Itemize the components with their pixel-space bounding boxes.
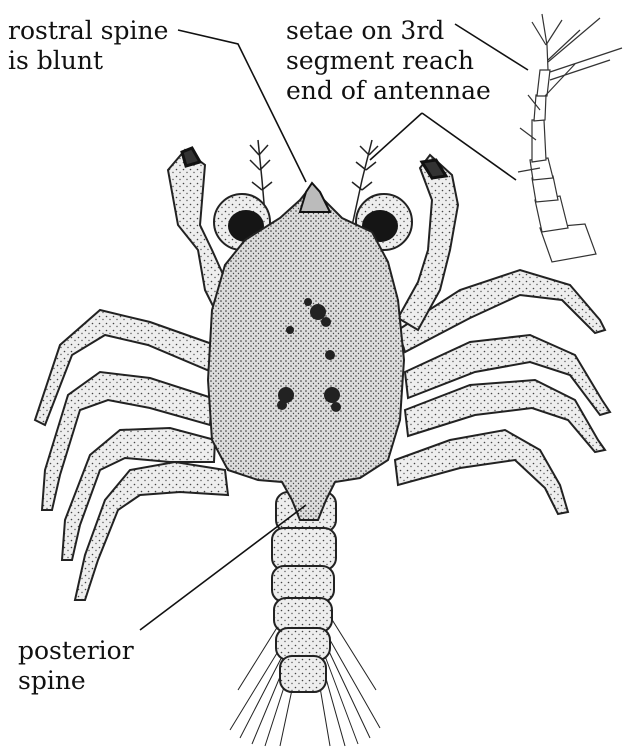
label-rostral-spine: rostral spine is blunt (8, 16, 168, 76)
label-rostral-line-2: is blunt (8, 46, 168, 76)
label-setae-line-1: setae on 3rd (286, 16, 491, 46)
inset-antenna-drawing (518, 14, 622, 262)
label-posterior-line-2: spine (18, 666, 134, 696)
abdomen (272, 492, 336, 692)
label-setae-line-2: segment reach (286, 46, 491, 76)
label-posterior-spine: posterior spine (18, 636, 134, 696)
claw-tips (182, 148, 446, 178)
label-posterior-line-1: posterior (18, 636, 134, 666)
setae-leader-left (370, 113, 422, 160)
label-setae: setae on 3rd segment reach end of antenn… (286, 16, 491, 106)
label-rostral-line-1: rostral spine (8, 16, 168, 46)
rostral-spine (300, 183, 330, 212)
right-legs (395, 155, 610, 514)
label-setae-line-3: end of antennae (286, 76, 491, 106)
